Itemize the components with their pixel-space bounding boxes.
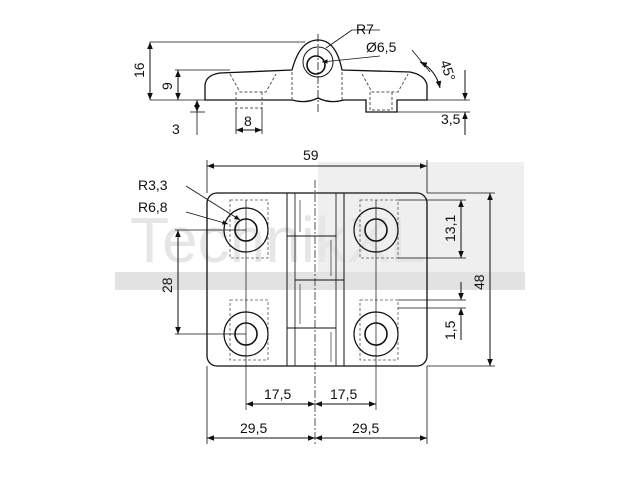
label-half-295-left: 29,5	[240, 420, 267, 436]
angle-ext	[411, 49, 431, 73]
label-r33: R3,3	[138, 177, 168, 193]
label-width-59: 59	[303, 147, 319, 163]
label-offset-15: 1,5	[442, 320, 458, 340]
watermark: TechnikXL	[115, 162, 525, 290]
label-pitch-28: 28	[159, 277, 175, 293]
leader-bore	[321, 55, 381, 64]
slot-left-hidden	[235, 92, 263, 109]
slot-right-hidden	[369, 92, 393, 111]
knuckle-shading	[299, 200, 332, 362]
knuckle-segments	[287, 235, 344, 329]
front-view	[175, 160, 495, 445]
leader-r68	[185, 211, 229, 225]
label-slot-131: 13,1	[442, 215, 458, 242]
label-height-16: 16	[131, 62, 147, 78]
label-height-3: 3	[172, 121, 180, 137]
label-tab-35: 3,5	[441, 111, 461, 127]
pin-bore	[306, 55, 326, 75]
side-view-labels: R7 Ø6,5 45° 16 9 3 8 3,5	[131, 21, 461, 137]
angle-arc	[419, 61, 442, 89]
side-body-outline	[204, 39, 428, 113]
label-angle: 45°	[437, 58, 459, 83]
countersink-right	[361, 73, 409, 93]
label-offset-175-left: 17,5	[264, 386, 291, 402]
label-r7: R7	[356, 21, 374, 37]
front-view-labels: 59 R3,3 R6,8 28 48 13,1 1,5 17,5 17,5 29…	[138, 147, 487, 436]
side-view	[147, 29, 470, 135]
leader-r7	[325, 29, 353, 49]
label-height-9: 9	[159, 82, 175, 90]
label-half-295-right: 29,5	[352, 420, 379, 436]
countersink-left	[229, 73, 277, 93]
label-offset-175-right: 17,5	[330, 386, 357, 402]
label-bore: Ø6,5	[366, 39, 397, 55]
label-height-48: 48	[471, 274, 487, 290]
label-r68: R6,8	[138, 199, 168, 215]
plate-outline	[206, 192, 428, 367]
label-slot-8: 8	[244, 113, 252, 129]
leader-r33	[185, 185, 241, 221]
